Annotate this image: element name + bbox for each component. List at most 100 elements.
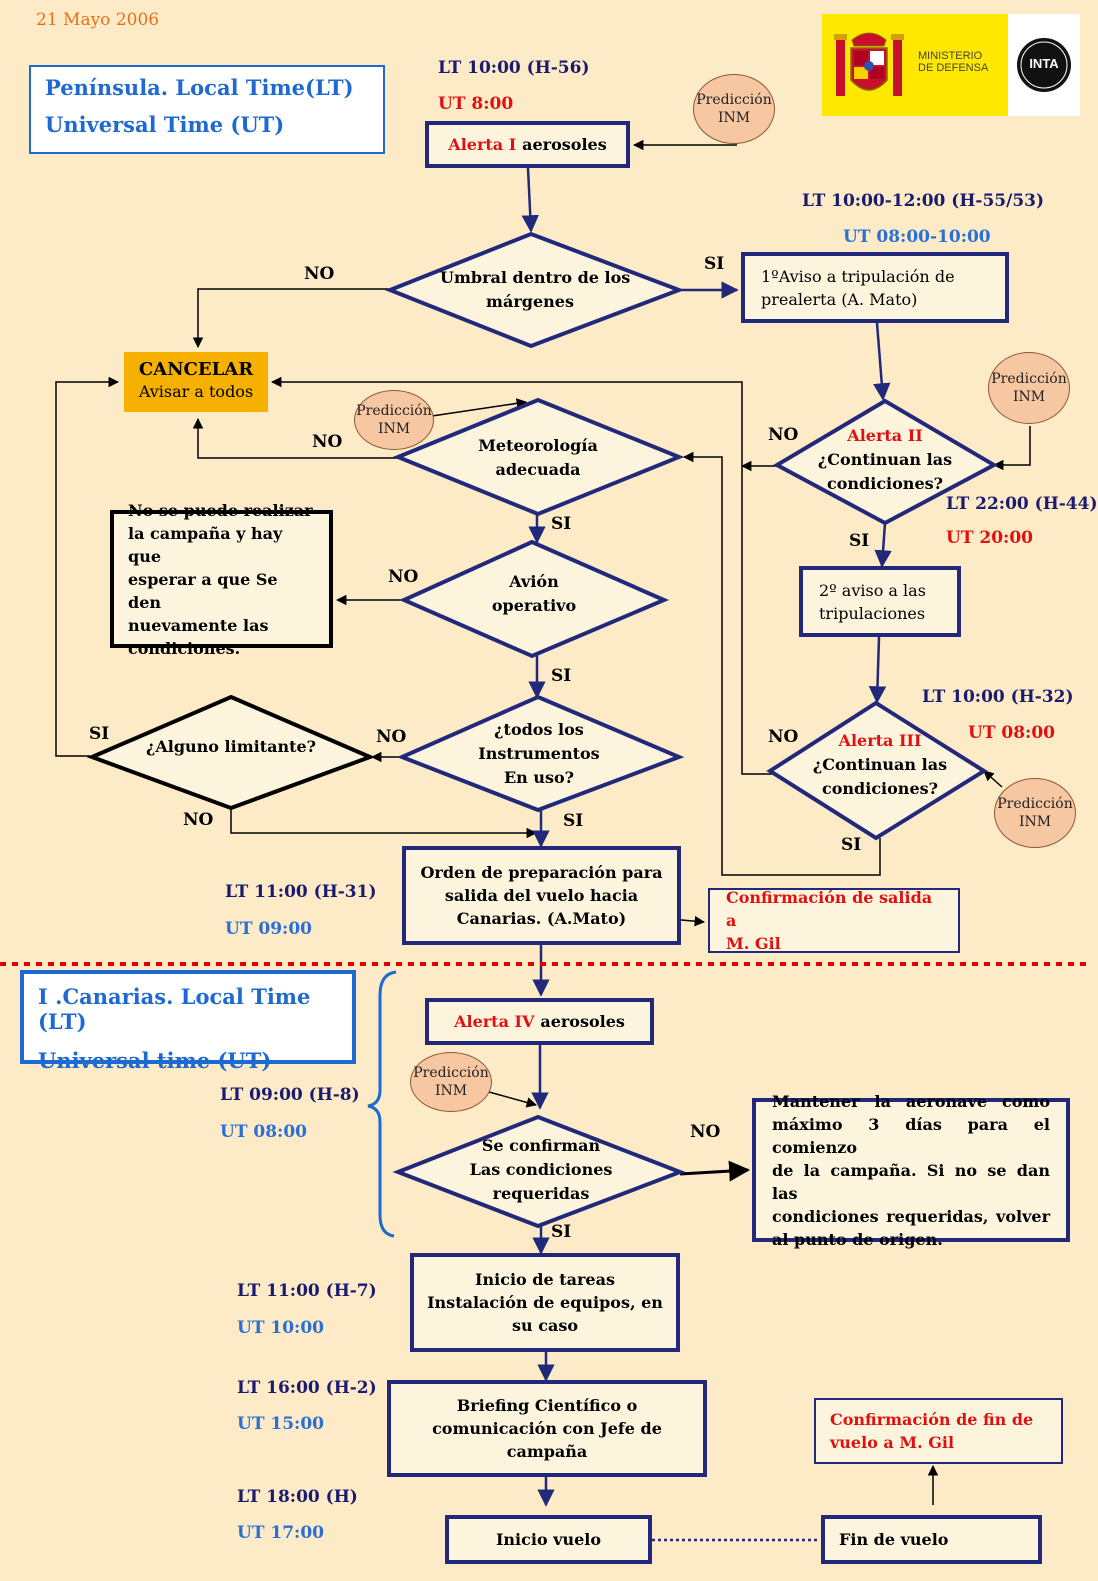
line-alerta3-no (741, 466, 772, 775)
aviso1-ut: UT 08:00-10:00 (843, 227, 991, 247)
arrow-to-cancelar (270, 376, 743, 466)
coat-of-arms-icon (834, 32, 904, 96)
alerta4-ut: UT 08:00 (220, 1122, 307, 1142)
inta-emblem-icon (1017, 38, 1071, 92)
alerta2-ut: UT 20:00 (946, 528, 1033, 548)
edge-confirman-no: NO (690, 1122, 721, 1142)
inicio-ut: UT 10:00 (237, 1318, 324, 1338)
diamond-meteo (392, 397, 685, 517)
edge-avion-no: NO (388, 567, 419, 587)
ministerio-text: MINISTERIO DE DEFENSA (918, 50, 989, 74)
alerta1-ut: UT 8:00 (438, 94, 514, 114)
legend-peninsula-lt: Península. Local Time(LT) (45, 75, 354, 100)
diamond-confirman (392, 1114, 686, 1229)
inta-text: INTA (1029, 56, 1059, 71)
arrow-alerta3-meteo (682, 451, 881, 876)
briefing-ut: UT 15:00 (237, 1414, 324, 1434)
briefing-lt: LT 16:00 (H-2) (237, 1378, 377, 1398)
edge-alerta2-si: SI (849, 531, 870, 551)
edge-meteo-si: SI (551, 514, 572, 534)
node-limitante-text: ¿Alguno limitante? (145, 737, 317, 756)
arrow-alerta2-aviso2 (874, 522, 892, 568)
arrow-limitante-orden (230, 808, 538, 839)
edge-instr-no: NO (376, 727, 407, 747)
node-alerta1: Alerta I aerosoles (425, 121, 630, 168)
canarias-brace (367, 970, 397, 1238)
node-alerta4: Alerta IV aerosoles (425, 998, 654, 1045)
edge-meteo-no: NO (312, 432, 343, 452)
alerta2-lt: LT 22:00 (H-44) (946, 494, 1098, 514)
alerta1-lt: LT 10:00 (H-56) (438, 58, 590, 78)
alerta3-lt: LT 10:00 (H-32) (922, 687, 1074, 707)
edge-umbral-si: SI (704, 254, 725, 274)
arrow-umbral-cancelar (192, 288, 390, 349)
edge-alerta2-no: NO (768, 425, 799, 445)
legend-canarias: I .Canarias. Local Time (LT) Universal t… (20, 970, 356, 1073)
vuelo-ut: UT 17:00 (237, 1523, 324, 1543)
diamond-limitante (86, 694, 376, 811)
inta-logo: INTA (1008, 14, 1080, 116)
diamond-alerta2 (772, 398, 999, 526)
edge-alerta3-si: SI (841, 835, 862, 855)
node-fin-vuelo: Fin de vuelo (821, 1515, 1042, 1564)
arrow-meteo-cancelar (192, 417, 398, 459)
aviso1-lt: LT 10:00-12:00 (H-55/53) (802, 191, 1045, 211)
diamond-umbral (384, 231, 685, 349)
date-label: 21 Mayo 2006 (36, 10, 160, 30)
inicio-lt: LT 11:00 (H-7) (237, 1281, 377, 1301)
node-inicio-vuelo: Inicio vuelo (445, 1515, 652, 1564)
arrow-limitante-cancelar (55, 376, 120, 757)
node-mantener: Mantener la aeronave como máximo 3 días … (752, 1092, 1070, 1249)
legend-peninsula: Península. Local Time(LT) Universal Time… (29, 65, 385, 154)
alerta3-ut: UT 08:00 (968, 723, 1055, 743)
diamond-avion (399, 539, 670, 659)
node-no-campana: No se puede realizar la campaña y hay qu… (110, 501, 333, 658)
arrow-pred2-alerta2 (992, 426, 1031, 471)
arrow-aviso2-alerta3 (868, 636, 887, 704)
arrow-pred4-alerta3 (983, 770, 1003, 788)
diamond-instrumentos (396, 694, 685, 813)
edge-confirman-si: SI (551, 1222, 572, 1242)
diamond-alerta3 (766, 700, 988, 841)
edge-limitante-si: SI (89, 724, 110, 744)
arrow-aviso1-alerta2 (873, 322, 891, 401)
edge-instr-si: SI (563, 811, 584, 831)
arrow-pred3-meteo (431, 398, 528, 417)
edge-avion-si: SI (551, 666, 572, 686)
legend-peninsula-ut: Universal Time (UT) (45, 112, 285, 137)
legend-canarias-lt: I .Canarias. Local Time (LT) (38, 984, 311, 1034)
alerta4-lt: LT 09:00 (H-8) (220, 1085, 360, 1105)
orden-ut: UT 09:00 (225, 919, 312, 939)
arrow-alerta1-umbral (521, 167, 539, 233)
arrow-confirman-mantener (679, 1160, 751, 1182)
ministerio-defensa-logo: MINISTERIO DE DEFENSA (822, 14, 1008, 116)
node-cancelar: CANCELAR Avisar a todos (124, 352, 268, 412)
legend-canarias-ut: Universal time (UT) (38, 1048, 272, 1073)
arrow-pred5-confirman (488, 1091, 538, 1108)
edge-limitante-no: NO (183, 810, 214, 830)
vuelo-lt: LT 18:00 (H) (237, 1487, 358, 1507)
orden-lt: LT 11:00 (H-31) (225, 882, 377, 902)
edge-umbral-no: NO (304, 264, 335, 284)
edge-alerta3-no: NO (768, 727, 799, 747)
